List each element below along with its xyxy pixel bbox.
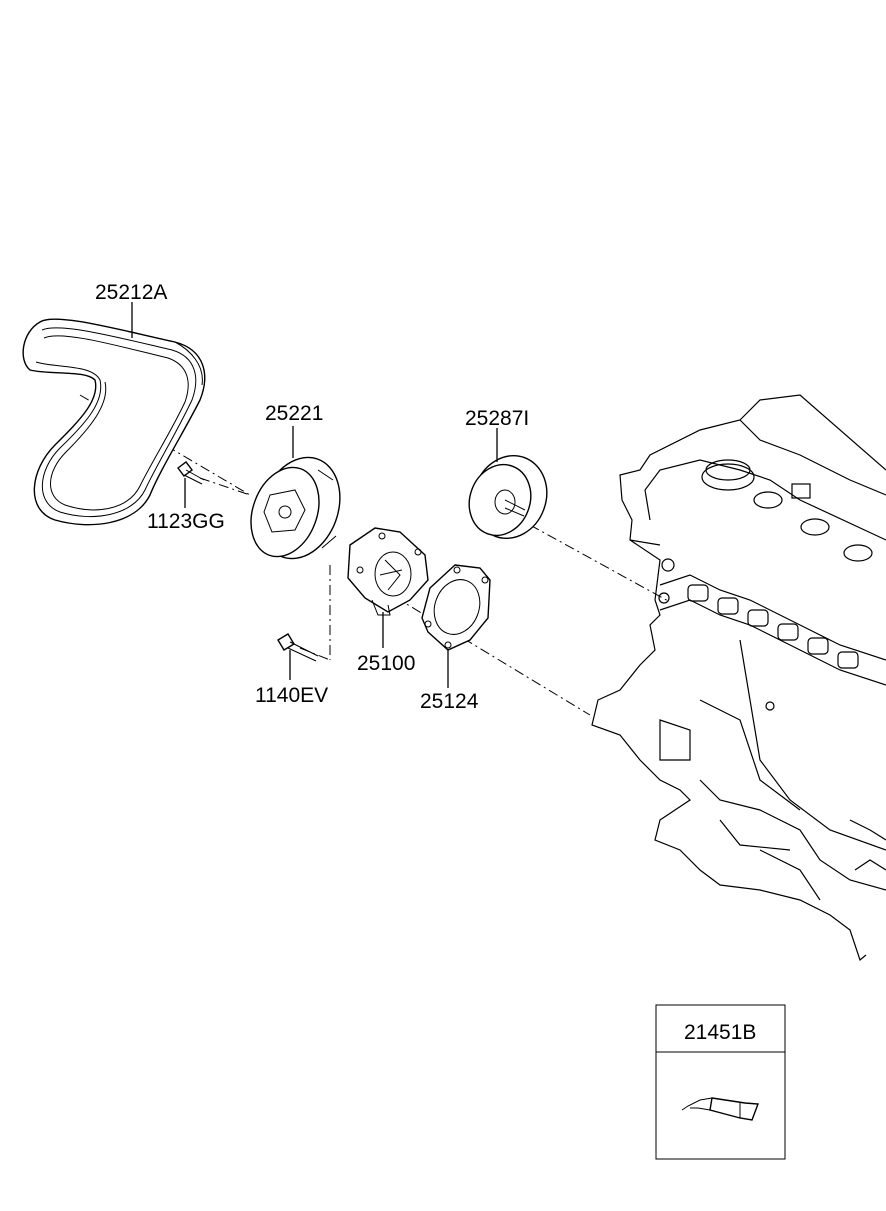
bolt-long-drawing [277,633,319,662]
label-pulley: 25221 [265,402,323,425]
label-idler: 25287I [465,407,529,430]
label-bolt-long: 1140EV [255,684,328,707]
idler-drawing [468,454,548,540]
label-gasket: 25124 [420,690,479,713]
label-water-pump: 25100 [357,652,415,675]
pulley-drawing [250,456,341,560]
sealant-box: 21451B [655,1004,786,1160]
leader-lines [131,302,498,688]
engine-block-drawing [591,394,886,962]
label-belt: 25212A [95,281,167,304]
label-bolt-small: 1123GG [147,510,225,533]
label-sealant: 21451B [684,1021,756,1044]
water-pump-drawing [347,527,429,616]
sealant-tube-icon [681,1097,759,1121]
bolt-small-drawing [177,461,205,485]
belt-drawing [22,318,206,526]
gasket-drawing [421,564,491,651]
